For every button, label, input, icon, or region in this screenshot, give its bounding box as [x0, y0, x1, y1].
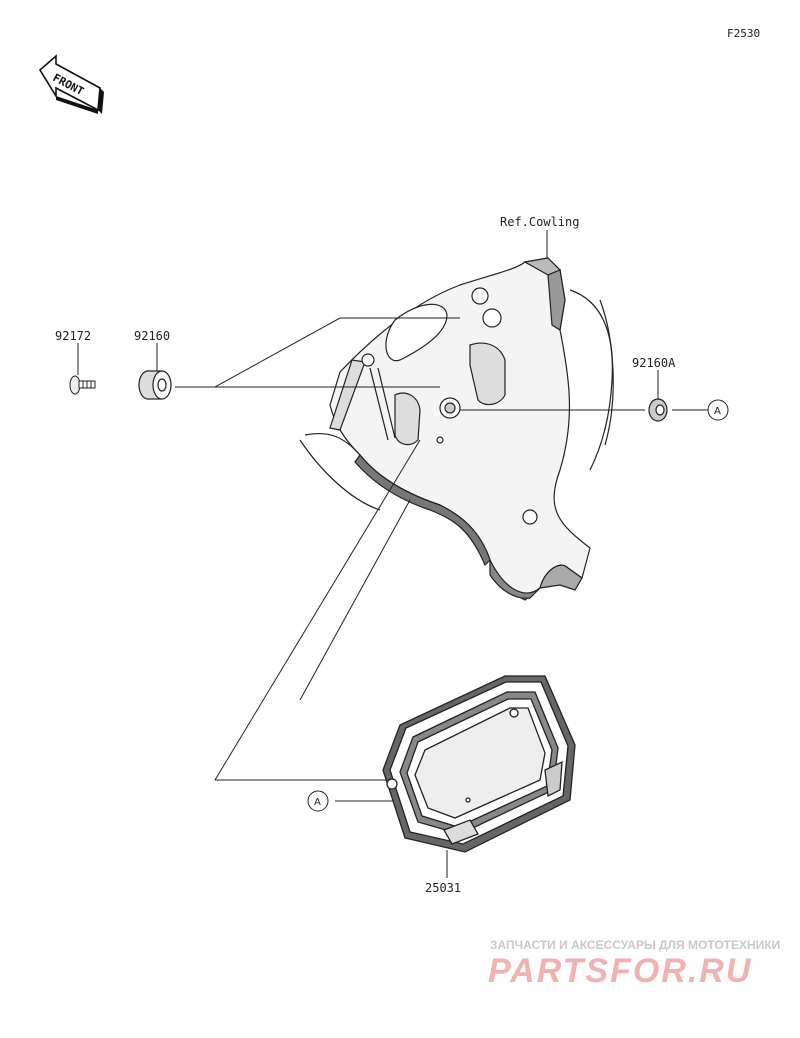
watermark-caption: ЗАПЧАСТИ И АКСЕССУАРЫ ДЛЯ МОТОТЕХНИКИ: [490, 938, 780, 952]
leader-lines: [77, 317, 708, 878]
watermark-brand: PARTSFOR.RU: [488, 952, 752, 990]
part-label-92172: 92172: [55, 329, 91, 343]
grommet-part: [138, 370, 172, 400]
svg-text:A: A: [714, 406, 721, 417]
meter-bracket: [299, 257, 614, 601]
damper-part: [648, 398, 668, 422]
screw-part: [69, 375, 96, 395]
marker-a-upper: A: [707, 399, 729, 421]
diagram-code: F2530: [727, 27, 760, 40]
marker-a-lower: A: [307, 790, 329, 812]
front-arrow-icon: FRONT: [38, 54, 104, 114]
svg-text:A: A: [314, 797, 321, 808]
meter-assembly: [382, 675, 576, 853]
part-label-92160a: 92160A: [632, 356, 676, 370]
part-label-92160: 92160: [134, 329, 170, 343]
part-label-25031: 25031: [425, 881, 461, 895]
reference-label: Ref.Cowling: [500, 215, 579, 229]
